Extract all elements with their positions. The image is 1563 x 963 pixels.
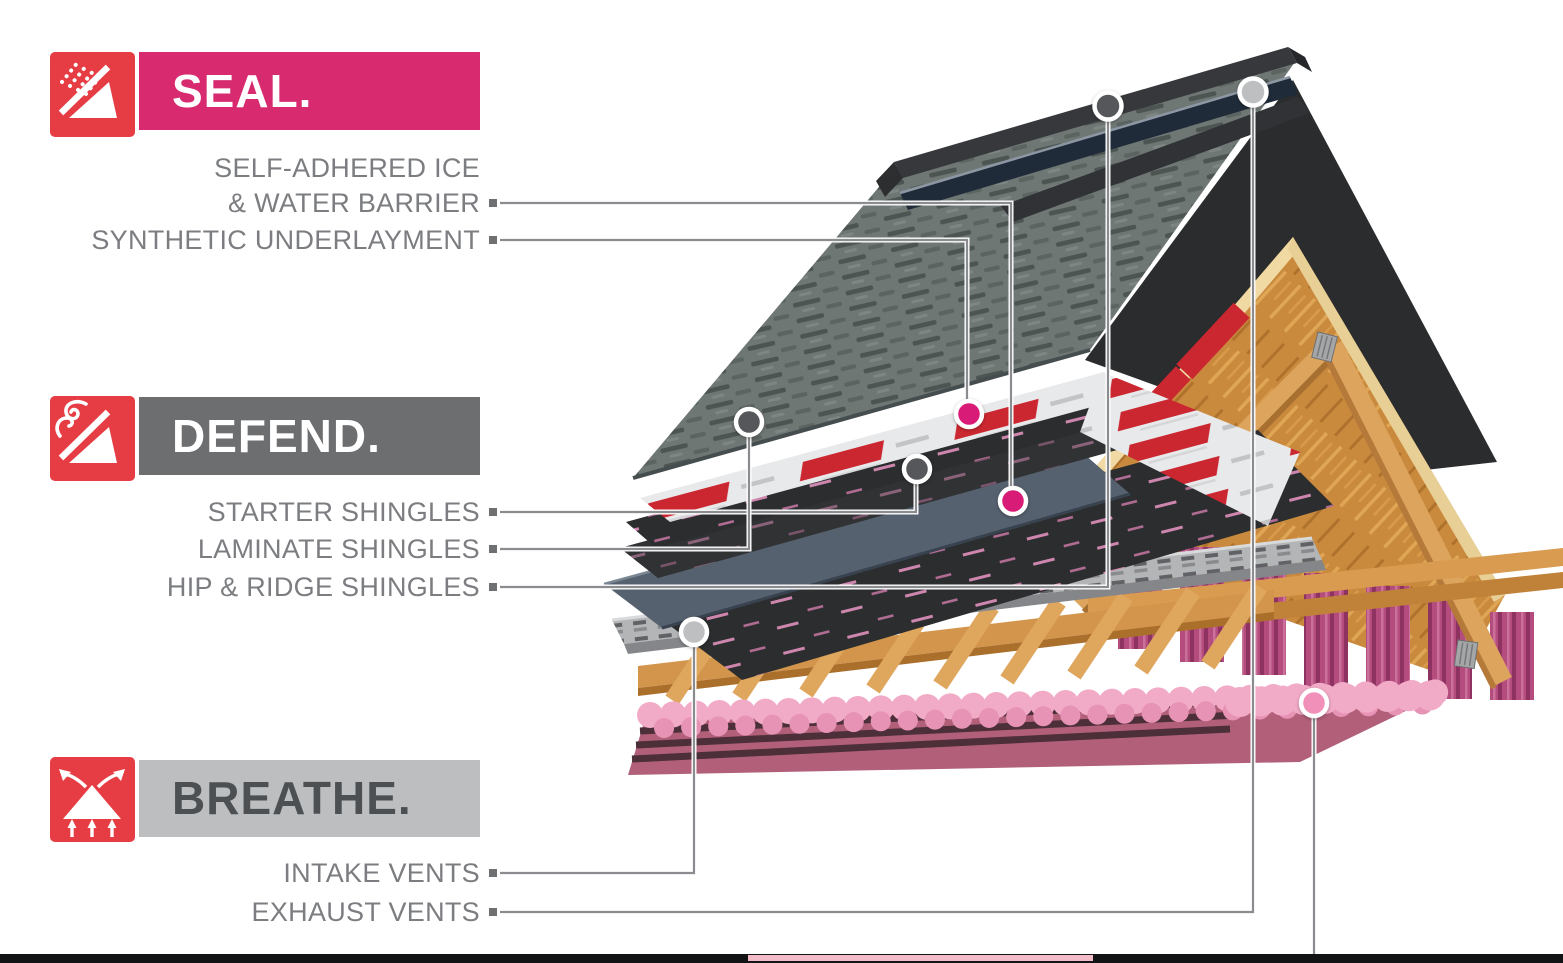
label-ice-water-line1: SELF-ADHERED ICE xyxy=(214,153,480,183)
label-exhaust-vents: EXHAUST VENTS xyxy=(251,897,480,927)
breathe-title: BREATHE. xyxy=(172,772,412,824)
label-hip-ridge-shingles: HIP & RIDGE SHINGLES xyxy=(166,572,480,602)
wind-on-roof-icon xyxy=(50,396,135,481)
airflow-roof-icon xyxy=(50,757,135,842)
defend-title: DEFEND. xyxy=(172,410,381,462)
bottom-accent-strip xyxy=(748,955,1093,961)
rain-on-barrier-icon xyxy=(50,52,135,137)
defend-banner: DEFEND. xyxy=(139,397,480,475)
seal-banner: SEAL. xyxy=(139,52,480,130)
label-starter-shingles: STARTER SHINGLES xyxy=(207,497,480,527)
label-underlayment: SYNTHETIC UNDERLAYMENT xyxy=(91,225,480,255)
seal-title: SEAL. xyxy=(172,65,313,117)
label-laminate-shingles: LAMINATE SHINGLES xyxy=(197,534,480,564)
attic-insulation xyxy=(628,679,1461,775)
breathe-banner: BREATHE. xyxy=(139,760,480,837)
label-ice-water-line2: & WATER BARRIER xyxy=(227,188,480,218)
label-intake-vents: INTAKE VENTS xyxy=(283,858,480,888)
